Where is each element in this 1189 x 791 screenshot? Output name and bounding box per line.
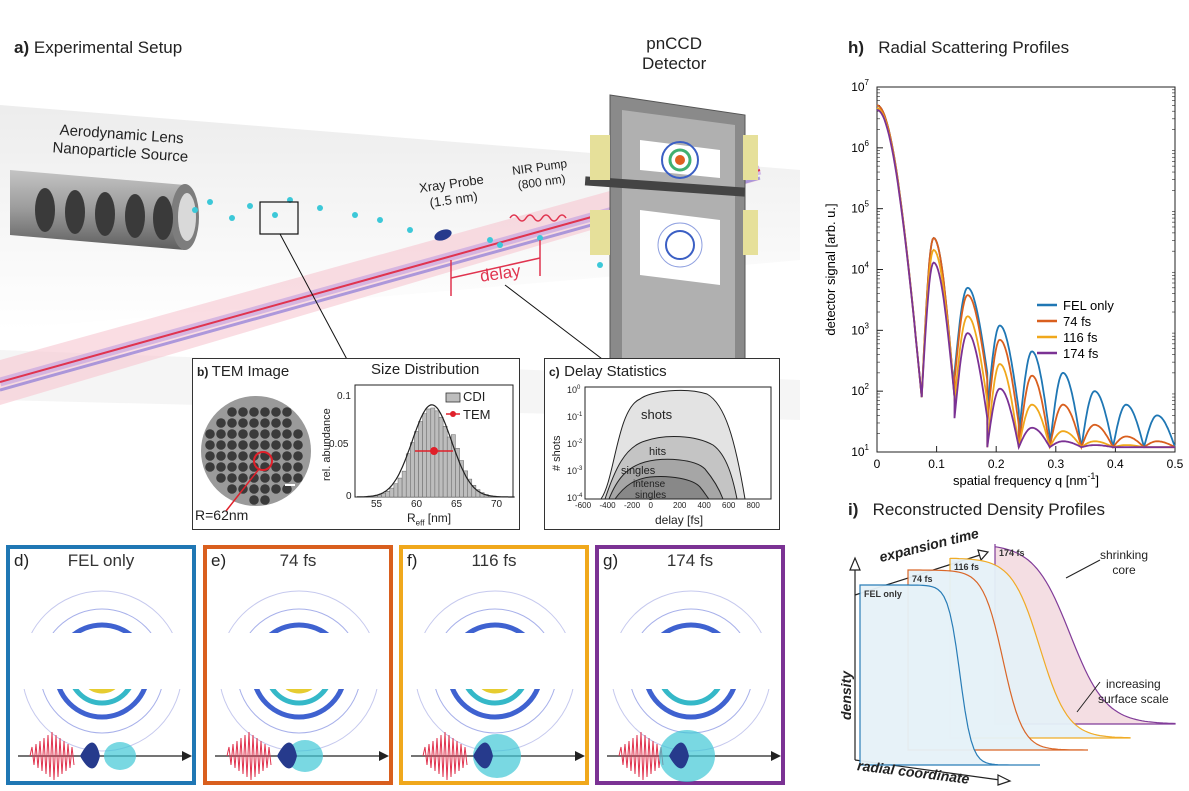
- legend-label: FEL only: [1063, 298, 1114, 313]
- y-axis-label: detector signal [arb. u.]: [823, 203, 838, 335]
- delay-statistics-plot: [584, 386, 772, 500]
- size-distribution-title: Size Distribution: [371, 361, 480, 378]
- density-curve-label: FEL only: [864, 589, 902, 599]
- ytick: 100: [567, 385, 581, 395]
- xtick: 400: [697, 501, 711, 510]
- frame-label: d): [14, 551, 30, 570]
- region-hits: hits: [649, 446, 667, 458]
- xtick: -200: [624, 501, 641, 510]
- legend-label: 74 fs: [1063, 314, 1092, 329]
- ytick: 0: [346, 491, 352, 502]
- ytick-label: 103: [851, 321, 869, 337]
- xtick: 55: [371, 499, 383, 510]
- xtick-label: 0.2: [988, 457, 1005, 471]
- panel-b-header: b) TEM Image: [197, 363, 290, 380]
- ytick-label: 104: [851, 261, 869, 277]
- scattering-frame-4: g) 174 fs: [595, 545, 785, 785]
- ytick: 10-1: [567, 412, 583, 422]
- panel-c-ylabel: # shots: [551, 435, 563, 471]
- frame-time: 174 fs: [666, 551, 714, 570]
- frame-label: f): [407, 551, 418, 570]
- xtick: 0: [648, 501, 653, 510]
- ytick: 10-4: [567, 493, 583, 503]
- xtick-label: 0.4: [1107, 457, 1124, 471]
- xtick: 600: [722, 501, 736, 510]
- frame-label: e): [211, 551, 227, 570]
- ytick: 0.1: [337, 391, 351, 402]
- series-line-1: [876, 104, 1176, 451]
- surface-scale-pointer: [1076, 681, 1101, 713]
- panel-i-title: i) Reconstructed Density Profiles: [848, 500, 1105, 519]
- tem-and-histogram: [201, 384, 515, 512]
- region-singles: singles: [621, 465, 656, 477]
- xtick: 60: [411, 499, 423, 510]
- panel-c: c) Delay Statistics shots hits singles i…: [544, 358, 780, 530]
- ytick-label: 107: [851, 78, 869, 94]
- diffraction-pattern: [207, 590, 389, 781]
- xtick-label: 0.3: [1047, 457, 1064, 471]
- density-axis-label: density: [838, 670, 854, 720]
- xtick-label: 0: [874, 457, 881, 471]
- aerodynamic-lens-source: [10, 170, 199, 250]
- legend-tem: TEM: [463, 407, 491, 422]
- panel-b-xlabel: Reff [nm]: [407, 511, 452, 528]
- ytick: 0.05: [329, 439, 349, 450]
- scattering-frame-3: f) 116 fs: [399, 545, 589, 785]
- frame-label: g): [603, 551, 619, 570]
- diffraction-pattern: [10, 590, 192, 781]
- shrinking-core-pointer: [1065, 559, 1101, 579]
- radial-scattering-chart: 107 106 105 104 103 102 101 0 0.1 0.2 0.3 0.4 0.5 spa…: [823, 78, 1184, 488]
- panel-b: b) TEM Image Size Distribution CDI TEM R…: [192, 358, 520, 530]
- region-intense-singles: singles: [635, 490, 667, 501]
- panel-a-title: a) Experimental Setup: [14, 38, 183, 57]
- ytick-label: 105: [851, 200, 869, 216]
- density-profiles-diagram: 174 fs 116 fs 74 fs FEL only: [849, 544, 1176, 786]
- xtick-label: 0.5: [1167, 457, 1184, 471]
- xtick: 65: [451, 499, 463, 510]
- panel-h-title: h) Radial Scattering Profiles: [848, 38, 1070, 57]
- density-curve-label: 74 fs: [912, 574, 933, 584]
- frame-time: 74 fs: [279, 551, 317, 570]
- density-profile-0: [859, 584, 1040, 766]
- diffraction-pattern: [599, 590, 781, 782]
- scattering-frame-1: d) FEL only: [6, 545, 196, 785]
- series-line-3: [876, 109, 1175, 451]
- pncCD-detector: [584, 94, 758, 401]
- ytick: 10-2: [567, 439, 583, 449]
- frame-time: 116 fs: [471, 551, 517, 570]
- frame-time: FEL only: [67, 551, 135, 570]
- series-line-2: [876, 107, 1175, 450]
- region-intense: intense: [633, 479, 666, 490]
- xtick: -400: [599, 501, 616, 510]
- ytick-label: 102: [851, 382, 869, 398]
- ytick-label: 106: [851, 139, 869, 155]
- xtick: 800: [746, 501, 760, 510]
- ytick: 10-3: [567, 466, 583, 476]
- radius-label: R=62nm: [195, 507, 249, 523]
- region-shots: shots: [641, 407, 673, 422]
- x-axis-label: spatial frequency q [nm-1]: [953, 471, 1099, 488]
- legend-label: 116 fs: [1063, 330, 1098, 345]
- legend-cdi: CDI: [463, 389, 486, 404]
- xtick: -600: [575, 501, 592, 510]
- xtick: 200: [673, 501, 687, 510]
- panel-c-title: c) Delay Statistics: [549, 363, 667, 380]
- legend-label: 174 fs: [1063, 346, 1099, 361]
- ytick-label: 101: [851, 443, 869, 459]
- density-curve-label: 116 fs: [954, 562, 979, 572]
- diffraction-pattern: [403, 590, 585, 781]
- xtick: 70: [491, 499, 503, 510]
- panel-c-xlabel: delay [fs]: [655, 513, 704, 527]
- density-curve-label: 174 fs: [999, 548, 1025, 558]
- xtick-label: 0.1: [928, 457, 945, 471]
- scattering-frame-2: e) 74 fs: [203, 545, 393, 785]
